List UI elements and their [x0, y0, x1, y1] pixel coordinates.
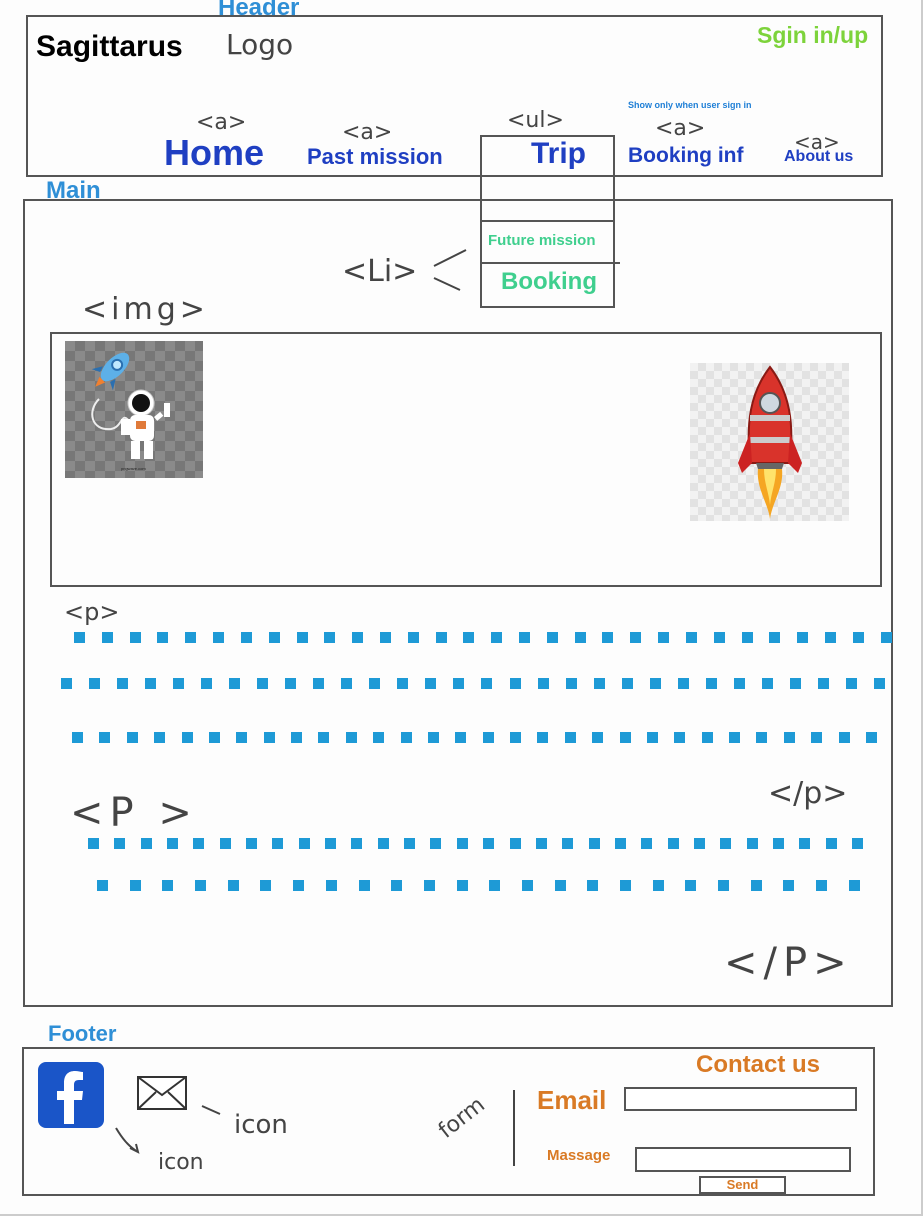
nav-about-us[interactable]: About us — [784, 148, 854, 165]
p-open-tag-2: <P > — [70, 790, 198, 836]
nav-tag-home: <a> — [196, 110, 247, 135]
email-field[interactable] — [624, 1087, 857, 1111]
paragraph-line-4 — [88, 838, 863, 849]
nav-home[interactable]: Home — [164, 132, 265, 173]
astronaut-caption: pngwave.com — [121, 466, 146, 471]
paragraph-line-1 — [74, 632, 892, 643]
send-button[interactable]: Send — [699, 1176, 786, 1194]
nav-tag-about: <a> — [794, 130, 840, 154]
p-open-tag-1: <p> — [64, 598, 120, 626]
paragraph-line-3 — [72, 732, 877, 743]
image-banner — [50, 332, 882, 587]
p-close-tag-2: </P> — [724, 940, 853, 986]
brand-name[interactable]: Sagittarus — [36, 30, 183, 63]
form-bracket — [513, 1090, 515, 1166]
message-field[interactable] — [635, 1147, 851, 1172]
dropdown-divider-2 — [482, 262, 620, 264]
message-label: Massage — [547, 1147, 611, 1164]
nav-booking-inf[interactable]: Booking inf — [628, 144, 744, 167]
main-box — [23, 199, 893, 1007]
nav-tag-booking: <a> — [655, 116, 706, 141]
nav-trip[interactable]: Trip — [531, 137, 587, 170]
signin-visibility-note: Show only when user sign in — [628, 100, 752, 110]
facebook-icon[interactable] — [38, 1062, 104, 1128]
mail-icon-note: icon — [234, 1110, 288, 1140]
facebook-icon-note: icon — [158, 1150, 204, 1175]
dropdown-future-mission[interactable]: Future mission — [488, 232, 596, 249]
sign-in-link[interactable]: Sgin in/up — [757, 22, 869, 48]
nav-tag-trip: <ul> — [507, 108, 564, 133]
astronaut-image: pngwave.com — [65, 341, 203, 478]
nav-past-mission[interactable]: Past mission — [307, 144, 443, 169]
paragraph-line-5 — [97, 880, 860, 891]
footer-box — [22, 1047, 875, 1196]
icon-note-strokes — [115, 1105, 221, 1154]
header-box — [26, 15, 883, 177]
p-close-tag-1: </p> — [768, 776, 848, 811]
dropdown-divider-1 — [480, 220, 613, 222]
logo-note: Logo — [226, 28, 294, 61]
paragraph-line-2 — [61, 678, 885, 689]
contact-title: Contact us — [696, 1051, 821, 1078]
astronaut-rocket-icon — [91, 352, 170, 459]
red-rocket-icon — [738, 365, 802, 519]
footer-section-label: Footer — [48, 1021, 117, 1046]
nav-tag-past: <a> — [342, 120, 393, 145]
li-pointer-stroke — [433, 249, 467, 291]
mail-icon[interactable] — [136, 1075, 188, 1116]
li-tag-note: <Li> — [342, 254, 418, 289]
dropdown-booking[interactable]: Booking — [501, 268, 597, 295]
img-tag-note: <img> — [82, 292, 209, 327]
rocket-image — [690, 363, 849, 521]
email-label: Email — [537, 1085, 607, 1115]
